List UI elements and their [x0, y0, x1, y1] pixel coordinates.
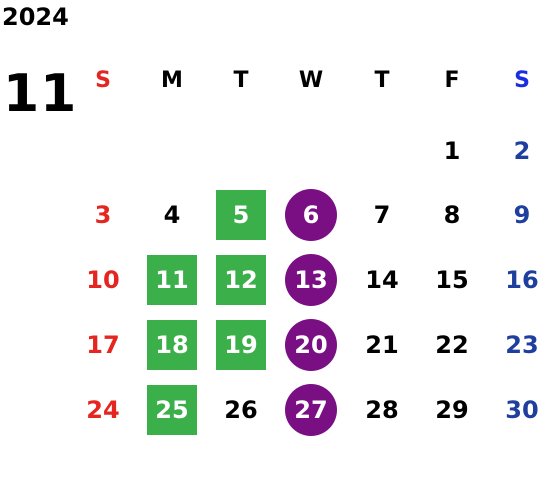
day-cell[interactable]: 22 — [435, 331, 469, 359]
day-cell-highlight-purple[interactable]: 27 — [285, 384, 337, 436]
day-cell[interactable]: 15 — [435, 266, 469, 294]
day-cell[interactable]: 4 — [163, 201, 181, 229]
day-cell[interactable]: 10 — [86, 266, 120, 294]
day-cell[interactable]: 26 — [224, 396, 258, 424]
day-cell-highlight-green[interactable]: 25 — [147, 385, 197, 435]
day-cell-highlight-green[interactable]: 19 — [216, 320, 266, 370]
day-cell[interactable]: 7 — [373, 201, 391, 229]
day-cell[interactable]: 24 — [86, 396, 120, 424]
weekday-header: S — [95, 68, 111, 93]
day-cell[interactable]: 29 — [435, 396, 469, 424]
weekday-header: W — [298, 68, 324, 93]
day-cell[interactable]: 16 — [505, 266, 539, 294]
day-cell[interactable]: 21 — [365, 331, 399, 359]
month-number: 11 — [3, 64, 78, 124]
weekday-header: F — [444, 68, 460, 93]
day-cell-highlight-green[interactable]: 11 — [147, 255, 197, 305]
day-cell-highlight-green[interactable]: 5 — [216, 190, 266, 240]
weekday-header: T — [233, 68, 249, 93]
day-cell[interactable]: 3 — [94, 201, 112, 229]
weekday-header: M — [161, 68, 183, 93]
day-cell-highlight-purple[interactable]: 13 — [285, 254, 337, 306]
day-cell-highlight-purple[interactable]: 6 — [285, 189, 337, 241]
day-cell[interactable]: 30 — [505, 396, 539, 424]
day-cell[interactable]: 23 — [505, 331, 539, 359]
day-cell[interactable]: 28 — [365, 396, 399, 424]
weekday-header: S — [514, 68, 530, 93]
day-cell-highlight-green[interactable]: 12 — [216, 255, 266, 305]
day-cell[interactable]: 1 — [443, 137, 461, 165]
year-label: 2024 — [2, 3, 69, 31]
day-cell[interactable]: 17 — [86, 331, 120, 359]
day-cell[interactable]: 2 — [513, 137, 531, 165]
day-cell-highlight-green[interactable]: 18 — [147, 320, 197, 370]
day-cell[interactable]: 8 — [443, 201, 461, 229]
day-cell[interactable]: 9 — [513, 201, 531, 229]
day-cell[interactable]: 14 — [365, 266, 399, 294]
weekday-header: T — [374, 68, 390, 93]
day-cell-highlight-purple[interactable]: 20 — [285, 319, 337, 371]
